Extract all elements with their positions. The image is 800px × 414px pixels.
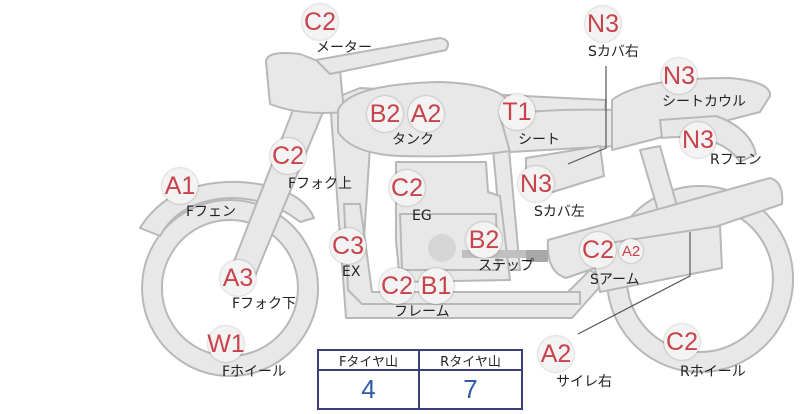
handlebar-shape bbox=[315, 37, 449, 75]
label-fork-lower: Fフォク下 bbox=[232, 296, 297, 312]
front-tire-value: 4 bbox=[319, 371, 420, 408]
exhaust-shape bbox=[343, 203, 581, 305]
rear-tire-header: Rタイヤ山 bbox=[420, 351, 521, 371]
label-seat: シート bbox=[518, 132, 560, 148]
front-tire-header: Fタイヤ山 bbox=[319, 351, 420, 371]
grade-swing-arm-2: A2 bbox=[619, 239, 643, 263]
label-fork-upper: Fフォク上 bbox=[288, 176, 353, 192]
grade-fork-upper: C2 bbox=[270, 138, 306, 174]
grade-exhaust: C3 bbox=[330, 228, 366, 264]
grade-engine: C2 bbox=[389, 170, 425, 206]
label-meter: メーター bbox=[316, 40, 372, 56]
grade-seat: T1 bbox=[499, 94, 535, 130]
label-step: ステップ bbox=[478, 258, 534, 274]
grade-meter: C2 bbox=[302, 4, 338, 40]
grade-frame-2: B1 bbox=[418, 268, 454, 304]
label-engine: EG bbox=[412, 208, 432, 224]
label-cover-right: Sカバ右 bbox=[588, 44, 639, 60]
grade-muffler: A2 bbox=[538, 336, 574, 372]
seat-cowl-shape bbox=[611, 77, 772, 151]
grade-swing-arm-1: C2 bbox=[580, 232, 616, 268]
grade-tank-1: B2 bbox=[367, 96, 403, 132]
label-front-fender: Fフェン bbox=[186, 204, 237, 220]
grade-seat-cowl: N3 bbox=[661, 58, 697, 94]
label-swing-arm: Sアーム bbox=[590, 272, 640, 288]
grade-front-wheel: W1 bbox=[207, 326, 245, 362]
label-cover-left: Sカバ左 bbox=[534, 204, 585, 220]
grade-front-fender: A1 bbox=[162, 168, 198, 204]
step-detail bbox=[462, 250, 542, 258]
label-muffler: サイレ右 bbox=[556, 374, 612, 390]
leader-line-muffler bbox=[577, 232, 691, 335]
leader-line-cover-right bbox=[567, 66, 607, 165]
grade-cover-left: N3 bbox=[518, 166, 554, 202]
grade-cover-right: N3 bbox=[585, 6, 621, 42]
grade-fork-lower: A3 bbox=[220, 260, 256, 296]
grade-frame-1: C2 bbox=[379, 268, 415, 304]
grade-rear-wheel: C2 bbox=[664, 324, 700, 360]
grade-rear-fender: N3 bbox=[680, 122, 716, 158]
label-exhaust: EX bbox=[342, 264, 361, 280]
label-tank: タンク bbox=[392, 132, 434, 148]
rear-tire-value: 7 bbox=[463, 374, 478, 404]
grade-step: B2 bbox=[466, 222, 502, 258]
label-frame: フレーム bbox=[394, 304, 450, 320]
step-bar bbox=[526, 250, 548, 262]
tire-tread-table: Fタイヤ山 Rタイヤ山 4 7 bbox=[317, 349, 523, 410]
label-rear-wheel: Rホイール bbox=[680, 364, 746, 380]
label-front-wheel: Fホイール bbox=[222, 364, 287, 380]
label-seat-cowl: シートカウル bbox=[662, 94, 746, 110]
engine-case-detail bbox=[428, 234, 456, 262]
label-rear-fender: Rフェン bbox=[710, 152, 762, 168]
grade-tank-2: A2 bbox=[408, 96, 444, 132]
